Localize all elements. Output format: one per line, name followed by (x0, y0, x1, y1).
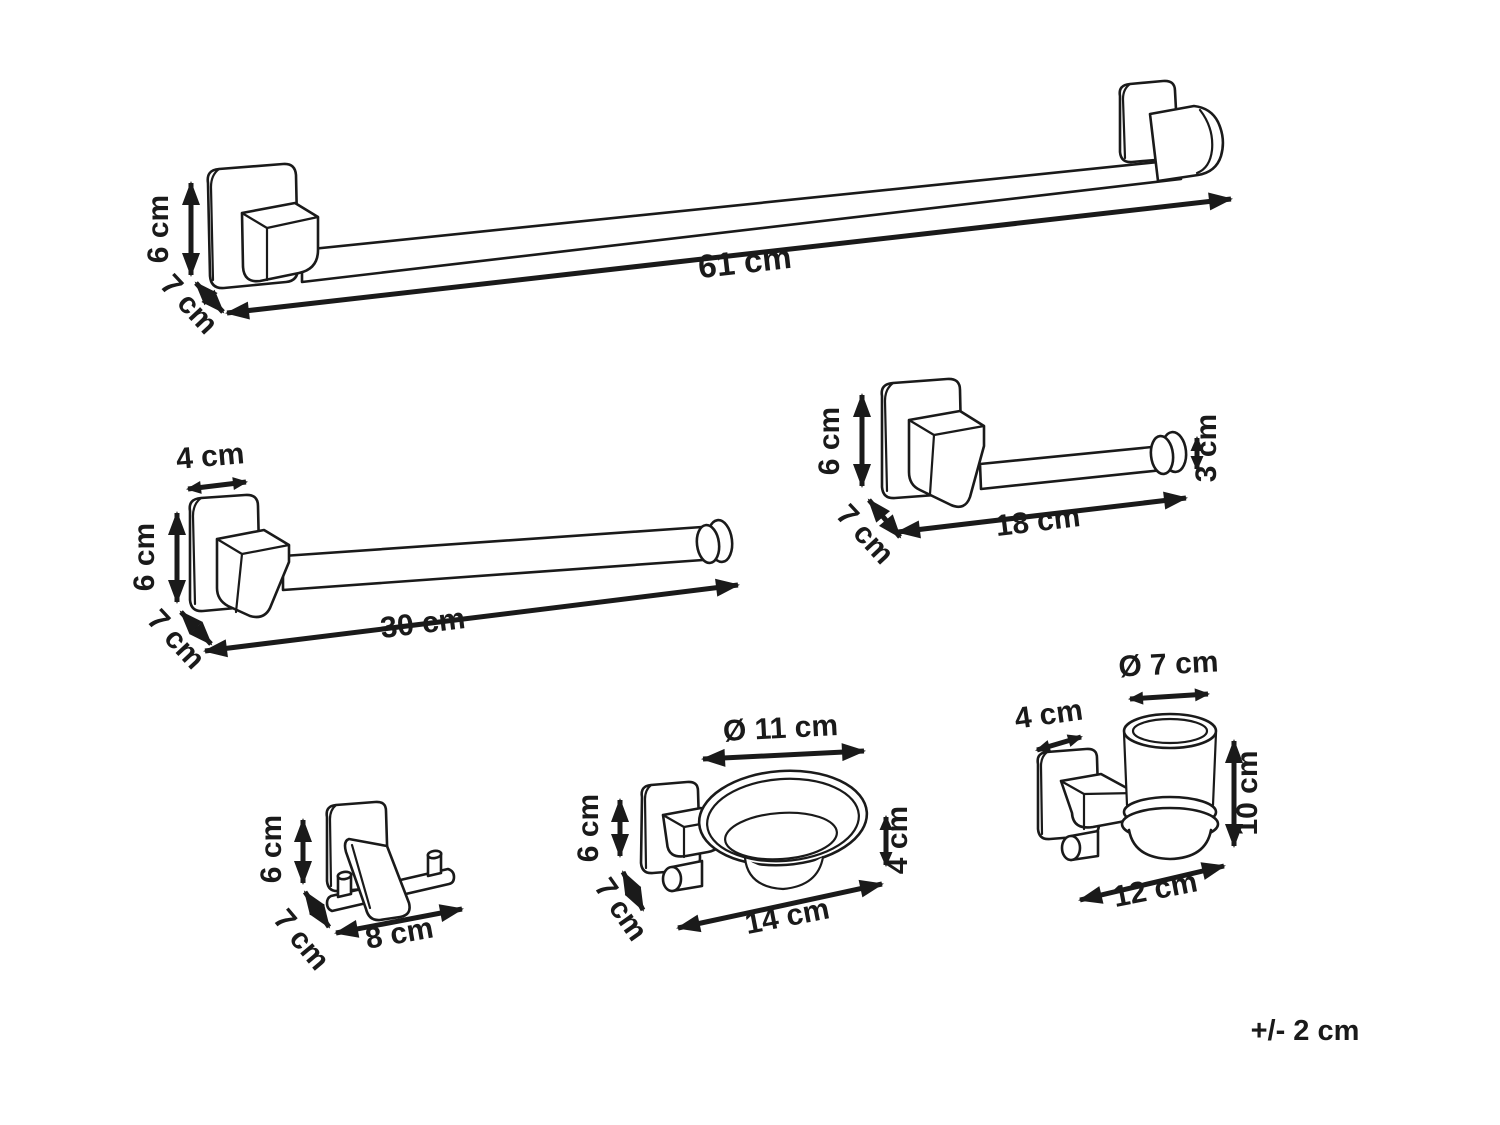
width-label: 30 cm (379, 602, 467, 645)
left-post (240, 201, 320, 283)
arm-knob-cap (661, 865, 683, 893)
edge-line (1059, 779, 1138, 831)
depth-dimension-line (620, 870, 646, 912)
diameter-dimension-line (1128, 688, 1210, 705)
height-label: 6 cm (128, 523, 161, 591)
plate-thickness-line (209, 167, 221, 282)
width-dimension-line (1078, 862, 1226, 904)
depth-label: 7 cm (830, 498, 901, 571)
height-label: 6 cm (572, 794, 605, 862)
bar (978, 444, 1165, 491)
arm-knob-cap (1060, 834, 1082, 862)
hook-peg-top (426, 849, 443, 860)
depth-label: 7 cm (588, 872, 654, 947)
width-dimension-line (225, 192, 1233, 320)
plate-width-label: 4 cm (175, 437, 246, 476)
end-cap-label: 3 cm (1190, 414, 1223, 482)
double-hook-8cm: 6 cm 7 cm 8 cm (255, 800, 464, 977)
cup-top-inner-rim (1131, 717, 1209, 745)
plate-thickness-line (643, 783, 653, 870)
towel-bar-61cm: 6 cm 7 cm 61 cm (142, 79, 1233, 341)
plate-width-label: 4 cm (1013, 693, 1085, 735)
post (215, 528, 291, 619)
hook-peg-top (336, 870, 353, 881)
cup-body-fill (1124, 731, 1216, 812)
end-cap-front (695, 523, 721, 565)
cup-side (1122, 731, 1218, 807)
plate-thickness-line (1121, 82, 1132, 160)
width-dimension-line (334, 904, 464, 938)
height-label: 6 cm (813, 407, 846, 475)
plate-thickness-line (191, 496, 203, 606)
diameter-label: Ø 11 cm (722, 709, 839, 748)
depth-dimension-line (867, 498, 902, 539)
width-dimension-line (896, 491, 1188, 539)
end-cap-front (1149, 434, 1175, 476)
plate-thickness-line (1039, 750, 1049, 836)
depth-dimension-line (194, 281, 225, 314)
plate-width-dimension-line (1035, 734, 1083, 753)
post-cap-rim (1195, 108, 1214, 175)
plate-thickness-line (328, 803, 338, 888)
diameter-dimension-line (701, 743, 866, 767)
width-dimension-line (676, 879, 884, 933)
plate-thickness-line (883, 381, 895, 493)
bar (281, 525, 705, 592)
height-label: 6 cm (255, 815, 288, 883)
dish-inner-rim (706, 777, 860, 863)
right-post (1148, 104, 1225, 183)
toilet-roll-holder-18cm: 6 cm 3 cm 7 cm 18 cm (813, 377, 1223, 571)
width-label: 12 cm (1110, 865, 1200, 914)
width-label: 14 cm (742, 892, 832, 941)
dish-bowl (724, 811, 838, 861)
edge-line (907, 418, 986, 496)
dish-height-label: 4 cm (881, 806, 914, 874)
height-label: 6 cm (142, 195, 175, 263)
diameter-label: Ø 7 cm (1118, 645, 1220, 683)
tolerance-note: +/- 2 cm (1251, 1015, 1360, 1047)
width-label: 18 cm (994, 500, 1082, 543)
width-label: 61 cm (696, 238, 793, 285)
tumbler-holder-12cm: Ø 7 cm 4 cm 10 cm 12 cm (1013, 645, 1264, 914)
depth-label: 7 cm (141, 603, 212, 676)
depth-label: 7 cm (267, 903, 336, 977)
soap-dish-14cm: Ø 11 cm 6 cm 7 cm 4 cm 14 cm (572, 709, 914, 947)
height-label: 10 cm (1231, 750, 1264, 835)
depth-dimension-line (302, 890, 332, 929)
towel-holder-30cm: 4 cm 6 cm 7 cm 30 cm (128, 437, 740, 676)
dish-outer-rim (697, 769, 869, 867)
width-dimension-line (203, 578, 740, 658)
cup-bottom (1127, 828, 1213, 861)
plate-width-dimension-line (186, 477, 248, 494)
edge-line (350, 843, 372, 910)
